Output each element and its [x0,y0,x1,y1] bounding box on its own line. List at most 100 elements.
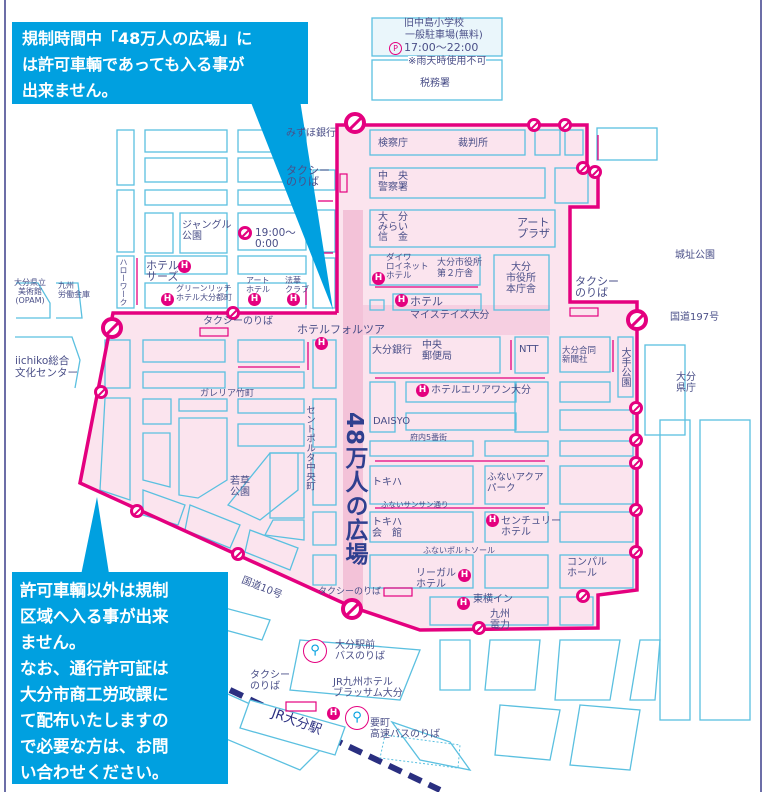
label-galleria-takemachi: ガレリア竹町 [200,389,255,399]
label-sansan-street: ふないサンサン通り [381,500,449,509]
label-jr-blossom-hotel: JR九州ホテル ブラッサム大分 [333,677,403,699]
hotel-icon: H [327,707,340,720]
label-prosecutors-office: 検察庁 [378,138,408,149]
top-callout-pointer [250,100,333,310]
parking-type: 一般駐車場(無料) [405,30,483,41]
no-entry-icon [101,317,123,339]
hotel-icon: H [248,293,261,306]
label-highway-bus-stop: 要町 高速バスのりば [370,718,440,740]
hotel-icon: H [287,293,300,306]
label-kyushu-electric: 九州 電力 [490,609,510,631]
label-toyoko-inn: 東横イン [473,594,513,605]
bottom-callout-pointer [80,497,110,580]
label-hotel: ホテル [410,295,443,308]
label-route-197: 国道197号 [670,312,720,323]
label-taxi-stand: タクシーのりば [318,587,382,597]
parking-hours: 17:00〜22:00 [404,41,479,54]
parking-note: ※雨天時使用不可 [408,56,487,67]
label-rokin: 九州 労働金庫 [58,281,90,299]
label-taxi-stand: タクシー のりば [250,670,290,692]
notice-plaza-restriction: 規制時間中「48万人の広場」に は許可車輌であっても入る事が 出来ません。 [12,22,308,104]
no-entry-icon [130,504,144,518]
no-entry-icon [341,598,363,620]
no-entry-icon [626,309,648,331]
label-tokiwa-kaikan: トキハ 会 館 [372,517,402,539]
no-entry-icon [629,456,643,470]
label-city-hall: 大分 市役所 本庁舎 [506,262,536,295]
label-daisyo: DAISYO [373,416,411,427]
no-entry-icon [238,226,252,240]
label-iichiko-center: iichiko総合 文化センター [15,355,78,379]
label-hotel-forza: ホテルフォルツア [297,323,385,336]
label-centporta: セントポルタ中央町 [304,405,315,491]
restriction-time: 19:00〜 0:00 [255,227,296,250]
label-opam: 大分県立 美術館 (OPAM) [14,278,46,305]
highway-bus-stop-area [379,734,461,769]
label-taxi-stand: タクシー のりば [575,275,619,299]
no-entry-icon [231,547,245,561]
hotel-icon: H [161,293,174,306]
hotel-icon: H [416,384,429,397]
label-jungle-park: ジャングル 公園 [182,220,232,242]
hotel-icon: H [458,569,471,582]
label-greenrich-hotel: グリーンリッチ ホテル大分都町 [176,284,232,302]
label-ntt: NTT [519,344,539,355]
hotel-icon: H [395,294,408,307]
label-funai-5bangai: 府内5番街 [410,433,448,442]
label-city-hall-annex: 大分市役所 第２庁舎 [437,258,483,279]
label-post-office: 中央 郵便局 [422,340,452,362]
label-tokiwa: トキハ [372,477,402,488]
label-daiwa-roynet: ダイワ ロイネット ホテル [386,253,429,281]
label-mystays: マイステイズ大分 [410,310,490,321]
no-entry-icon [629,503,643,517]
bus-stop-icon: ⚲ [345,706,369,730]
no-entry-icon [576,589,590,603]
no-entry-icon [558,118,572,132]
label-aqua-park: ふないアクア パーク [487,472,544,494]
label-century-hotel: センチュリー ホテル [501,516,561,538]
hotel-icon: H [486,514,499,527]
label-courthouse: 裁判所 [458,138,488,149]
no-entry-icon [629,545,643,559]
restriction-boundary [78,123,639,632]
label-hotel-areaone: ホテルエリアワン大分 [431,385,531,396]
hotel-icon: H [457,597,470,610]
label-regal-hotel: リーガル ホテル [416,568,456,590]
no-entry-icon [344,112,366,134]
label-porto-soul: ふないポルトソール [423,546,495,555]
label-station-bus-stop: 大分駅前 バスのりば [335,640,385,662]
taxi-stands [199,173,599,712]
label-art-hotel: アート ホテル [246,276,270,294]
no-entry-icon [472,621,486,635]
label-hokke-club: 法華 クラブ [285,276,309,294]
label-oita-bank: 大分銀行 [372,345,412,356]
two-way-arrows [136,135,614,509]
hotel-icon: H [372,272,385,285]
label-mirai-shinkin: 大 分 みらい 信 金 [378,212,408,243]
hotel-icon: H [315,337,328,350]
no-entry-icon [527,118,541,132]
label-police-station: 中 央 警察署 [378,171,408,193]
label-taxi-stand: タクシーのりば [203,316,273,327]
plaza-title: 48万人の広場 [341,412,367,567]
no-entry-icon [588,165,602,179]
bus-stop-icon: ⚲ [303,639,327,663]
label-castle-park: 城址公園 [675,250,715,261]
jr-oita-station-building [239,699,346,756]
label-oita-godo-shimbun: 大分合同 新聞社 [562,346,597,365]
no-entry-icon [629,401,643,415]
label-wakakusa-park: 若草 公園 [230,476,250,498]
label-prefectural-office: 大分 県庁 [676,372,696,394]
label-taxi-stand: タクシー のりば [286,164,330,188]
parking-name: 旧中島小学校 [404,18,464,29]
parking-icon: P [389,42,402,55]
label-compal-hall: コンパル ホール [567,557,607,579]
label-tax-office: 税務署 [420,78,450,89]
no-entry-icon [629,433,643,447]
hotel-icon: H [178,260,191,273]
label-ote-park: 大手公園 [619,347,630,387]
label-hello-work: ハローワーク [119,258,128,306]
no-entry-icon [226,306,240,320]
